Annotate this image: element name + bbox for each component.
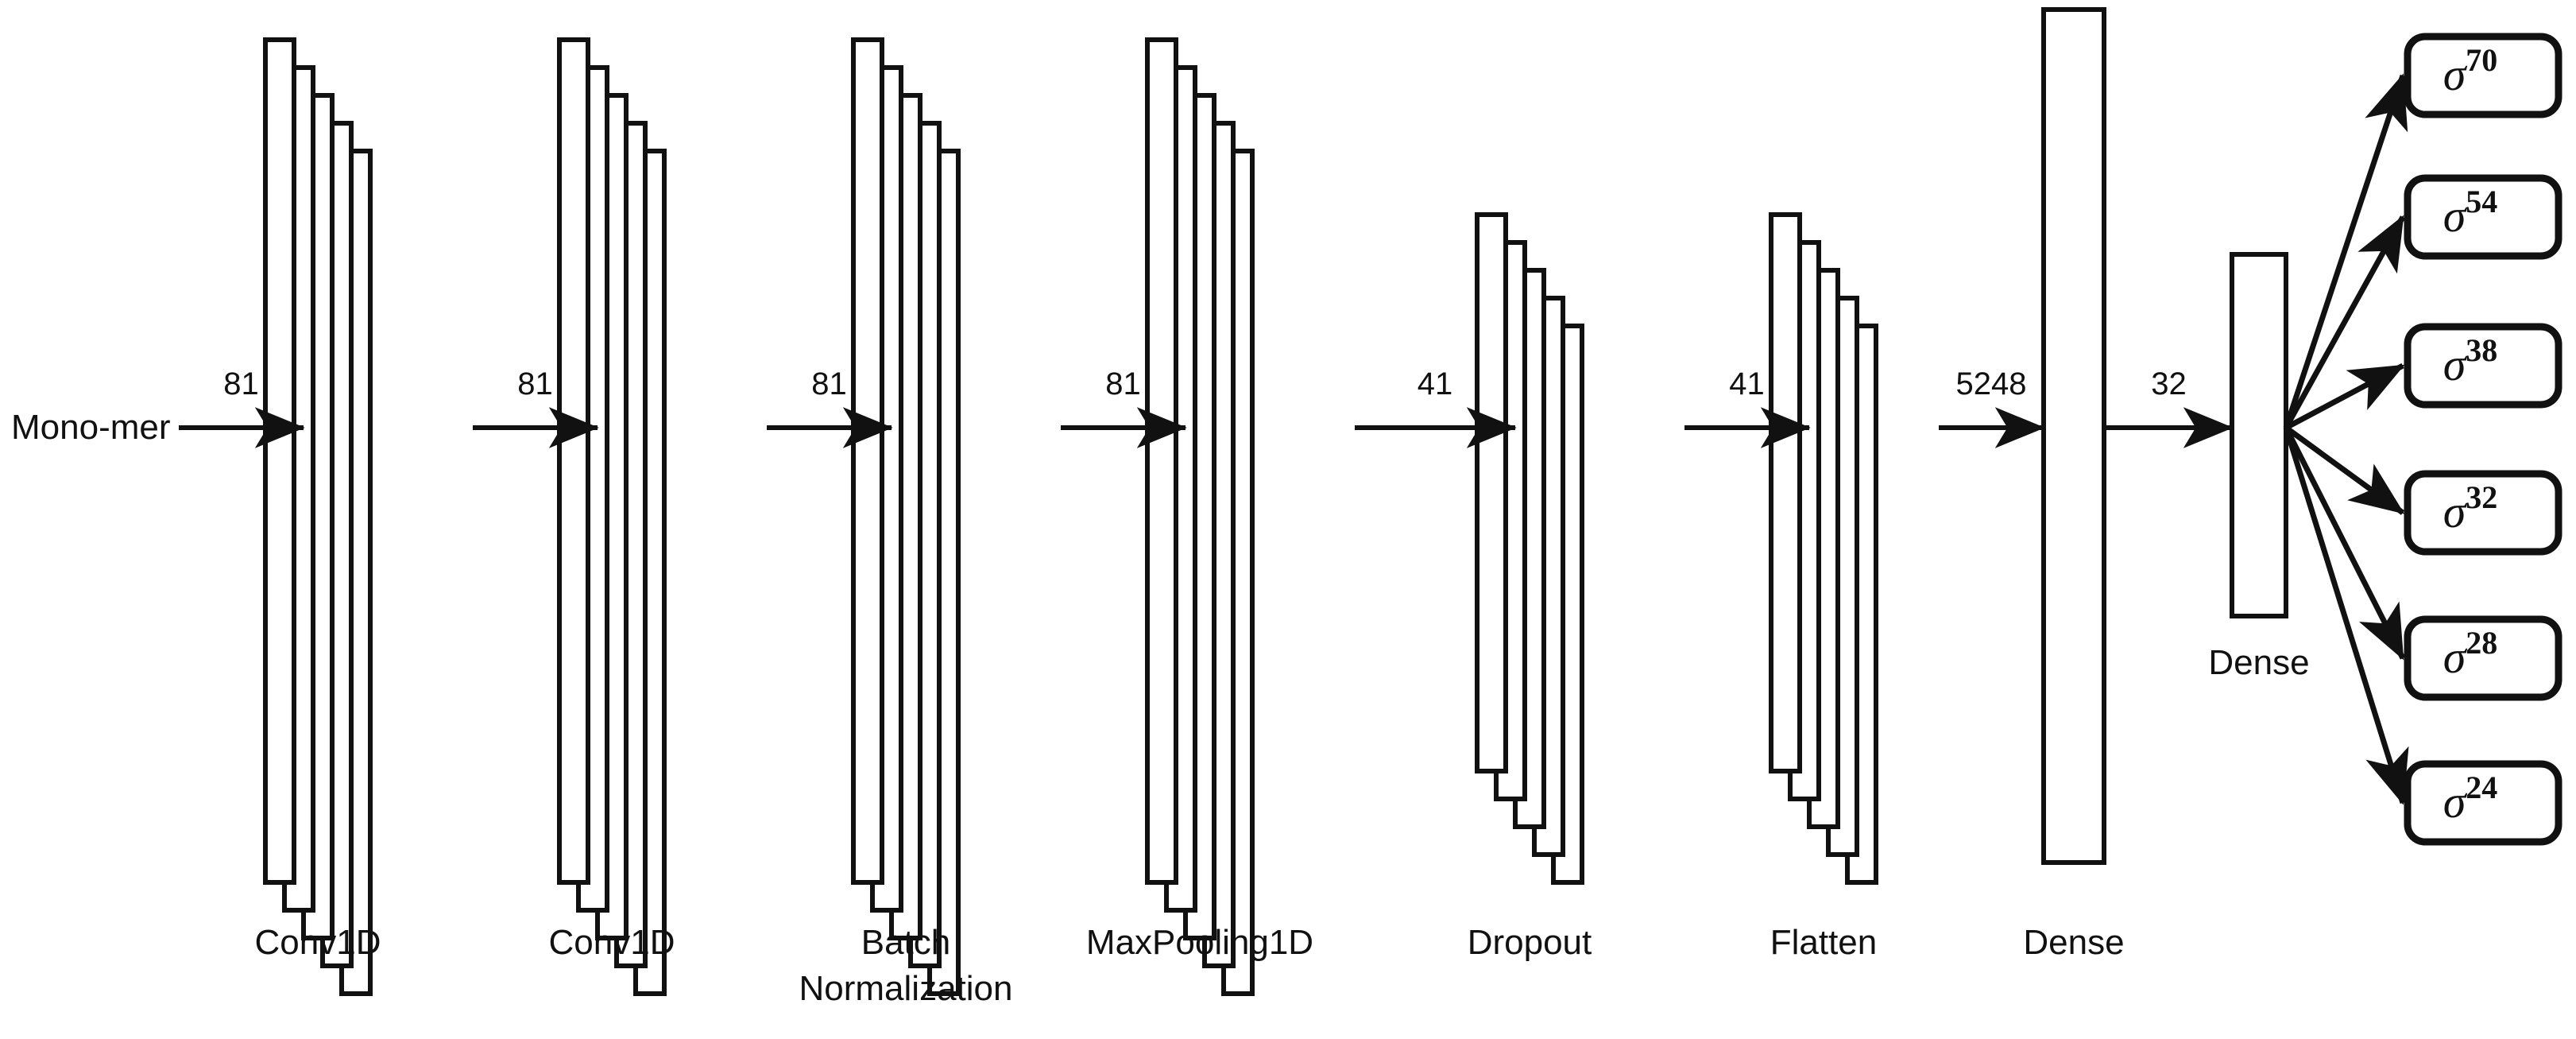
sigma-exponent: 38 (2466, 332, 2497, 368)
output-label: σ38 (2443, 332, 2498, 390)
layer-slab (1145, 37, 1178, 885)
edge-label: 41 (1418, 366, 1453, 401)
sigma-exponent: 32 (2466, 479, 2497, 515)
sigma-exponent: 70 (2466, 42, 2497, 78)
output-label: σ28 (2443, 625, 2498, 683)
edge-label: 32 (2151, 366, 2187, 401)
edge-edge-conv1-conv2: 81 (473, 366, 599, 448)
output-label: σ54 (2443, 184, 2498, 242)
output-arrow (2284, 425, 2405, 515)
sigma-symbol: σ (2443, 776, 2468, 828)
output-out-sigma-54[interactable]: σ54 (2283, 174, 2562, 429)
edge-edge-bn-maxpool: 81 (1061, 366, 1187, 448)
layer-label-batchnorm: Normalization (799, 969, 1013, 1008)
layer-slab (2041, 7, 2106, 865)
output-label: σ70 (2443, 42, 2498, 100)
output-out-sigma-70[interactable]: σ70 (2283, 33, 2562, 429)
sigma-symbol: σ (2443, 190, 2468, 242)
output-label: σ32 (2443, 479, 2498, 537)
layer-label-conv1d-2: Conv1D (549, 923, 675, 962)
layer-block-maxpool1d[interactable] (1145, 37, 1255, 996)
output-arrow (2283, 426, 2406, 661)
sigma-symbol: σ (2443, 48, 2468, 100)
edge-label: 81 (811, 366, 847, 401)
edges-group: 81 81 81 81 41 41 5248 32 (179, 366, 2234, 448)
output-box[interactable] (2404, 615, 2562, 701)
output-box[interactable] (2404, 470, 2562, 556)
edge-edge-dense1-dense2: 32 (2106, 366, 2234, 448)
layer-slab (263, 37, 296, 885)
input-label: Mono-mer (11, 408, 171, 447)
layer-block-dense-1[interactable] (2041, 7, 2106, 865)
layer-label-dense-2: Dense (2208, 643, 2309, 682)
edge-edge-drop-flatten: 41 (1684, 366, 1811, 448)
edge-label: 5248 (1956, 366, 2027, 401)
layer-label-dropout: Dropout (1468, 923, 1592, 962)
layer-block-conv1d-2[interactable] (557, 37, 667, 996)
layer-slab (557, 37, 590, 885)
output-box[interactable] (2404, 323, 2562, 409)
layer-label-batchnorm: Batch (861, 923, 951, 962)
edge-edge-flatten-dense1: 5248 (1939, 366, 2045, 448)
output-out-sigma-28[interactable]: σ28 (2283, 426, 2562, 701)
layer-block-dense-2[interactable] (2230, 252, 2288, 618)
layer-label-conv1d-1: Conv1D (255, 923, 381, 962)
layer-label-flatten: Flatten (1770, 923, 1878, 962)
output-label: σ24 (2443, 770, 2498, 828)
edge-edge-input-conv1: 81 (179, 366, 305, 448)
layer-block-flatten[interactable] (1769, 212, 1878, 885)
layer-block-batchnorm[interactable] (851, 37, 961, 996)
sigma-exponent: 28 (2466, 625, 2497, 661)
output-arrow (2284, 362, 2405, 431)
edge-label: 41 (1729, 366, 1765, 401)
edge-label: 81 (1105, 366, 1141, 401)
edge-edge-conv2-bn: 81 (767, 366, 893, 448)
edge-label: 81 (517, 366, 553, 401)
edge-edge-maxpool-drop: 41 (1355, 366, 1517, 448)
output-out-sigma-24[interactable]: σ24 (2283, 426, 2562, 846)
layer-slab (1475, 212, 1508, 773)
output-box[interactable] (2404, 760, 2562, 846)
edge-label: 81 (223, 366, 259, 401)
layer-label-maxpool1d: MaxPooling1D (1086, 923, 1313, 962)
output-box[interactable] (2404, 174, 2562, 260)
output-box[interactable] (2404, 33, 2562, 118)
sigma-symbol: σ (2443, 339, 2468, 390)
sigma-symbol: σ (2443, 631, 2468, 683)
output-arrow (2283, 215, 2406, 429)
layer-slab (2230, 252, 2288, 618)
output-out-sigma-38[interactable]: σ38 (2284, 323, 2562, 431)
sigma-exponent: 54 (2466, 184, 2497, 219)
layer-slab (851, 37, 884, 885)
layer-label-dense-1: Dense (2023, 923, 2124, 962)
sigma-symbol: σ (2443, 486, 2468, 537)
layers-group (263, 7, 2288, 996)
sigma-exponent: 24 (2466, 770, 2497, 805)
output-arrow (2283, 73, 2408, 429)
output-arrow (2283, 426, 2409, 805)
output-out-sigma-32[interactable]: σ32 (2284, 425, 2562, 556)
layer-block-dropout[interactable] (1475, 212, 1584, 885)
layer-slab (1769, 212, 1802, 773)
layer-block-conv1d-1[interactable] (263, 37, 373, 996)
